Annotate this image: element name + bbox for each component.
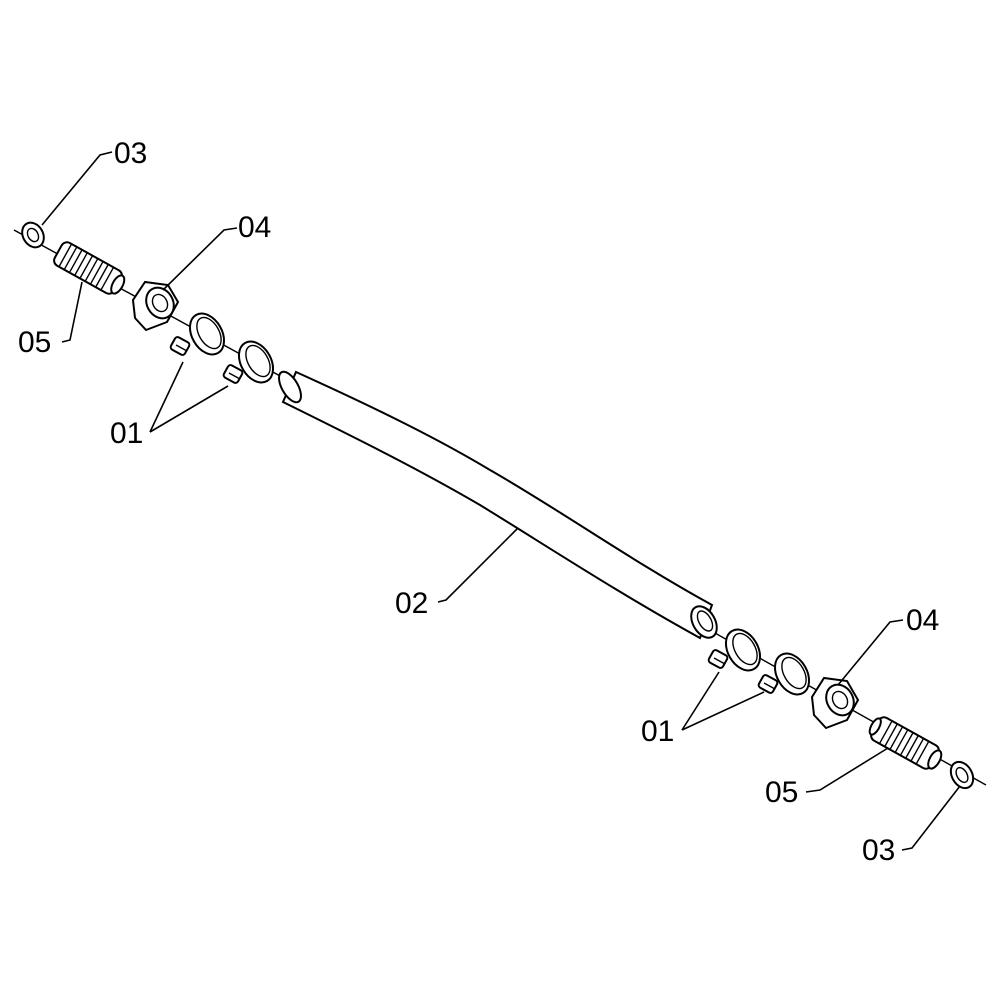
callout-05-bottom: 05 [765,776,798,809]
callout-03-bottom: 03 [862,834,895,867]
hex-nut-bottom [810,676,860,730]
hex-nut-top [131,280,180,332]
washer-bottom [949,760,975,790]
leader-lines [41,151,961,851]
callout-02: 02 [395,587,428,620]
callout-01-top: 01 [110,417,143,450]
callout-03-top: 03 [114,137,147,170]
hose-clamp-top-1 [169,312,226,356]
hose-pipe [278,370,718,640]
hose-clamp-top-2 [222,340,275,384]
hose-tail-bottom [868,716,943,770]
hose-clamp-bottom-2 [757,652,811,696]
callout-04-bottom: 04 [906,604,939,637]
hose-clamp-bottom-1 [707,628,762,672]
callout-05-top: 05 [18,326,51,359]
callout-01-bottom: 01 [641,715,674,748]
callout-labels: 03 04 05 01 02 04 01 05 03 [18,137,939,867]
washer-top [21,221,45,249]
hose-tail-top [53,241,126,295]
callout-04-top: 04 [238,211,271,244]
